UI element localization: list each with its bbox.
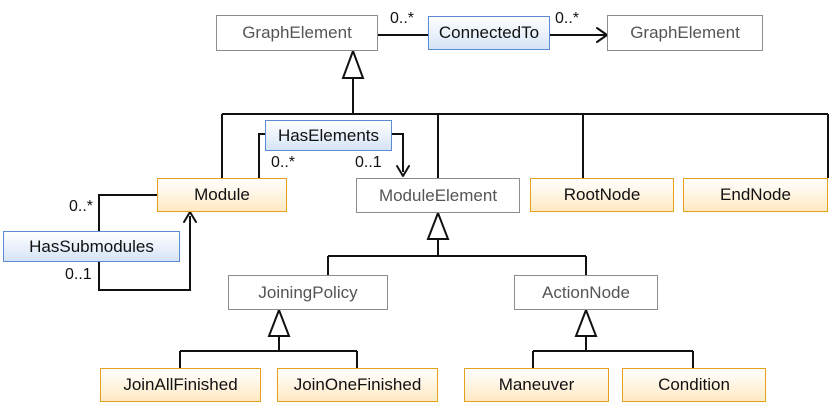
has-submodules-line-top <box>98 194 157 231</box>
graph-element-left-label: GraphElement <box>242 23 352 42</box>
maneuver-label: Maneuver <box>498 375 575 394</box>
has-elements-label: HasElements <box>277 125 380 145</box>
action-node-box: ActionNode <box>514 275 658 310</box>
module-box: Module <box>157 178 287 212</box>
has-elements-target-multiplicity: 0..1 <box>355 154 382 171</box>
module-label: Module <box>194 185 250 204</box>
graph-element-left-box: GraphElement <box>216 15 378 51</box>
has-submodules-label: HasSubmodules <box>29 236 154 256</box>
has-submodules-box: HasSubmodules <box>3 231 180 262</box>
has-elements-source-multiplicity: 0..* <box>271 154 296 171</box>
has-submodules-arrowhead <box>183 211 197 223</box>
has-elements-box: HasElements <box>265 120 392 151</box>
join-all-finished-label: JoinAllFinished <box>123 375 238 394</box>
condition-box: Condition <box>622 368 766 402</box>
graph-element-right-label: GraphElement <box>630 23 740 42</box>
joining-policy-box: JoiningPolicy <box>228 275 388 310</box>
action-node-label: ActionNode <box>542 282 630 302</box>
connected-to-label: ConnectedTo <box>438 23 540 42</box>
has-submodules-top-multiplicity: 0..* <box>69 198 94 215</box>
has-elements-arrowhead <box>396 165 410 177</box>
join-one-finished-label: JoinOneFinished <box>293 375 422 394</box>
graph-element-inheritance-triangle <box>341 48 365 79</box>
condition-label: Condition <box>658 375 730 394</box>
root-node-box: RootNode <box>530 178 674 212</box>
module-element-label: ModuleElement <box>378 185 498 205</box>
has-submodules-bottom-multiplicity: 0..1 <box>65 266 92 283</box>
join-one-finished-box: JoinOneFinished <box>277 368 438 402</box>
maneuver-box: Maneuver <box>464 368 609 402</box>
end-node-label: EndNode <box>720 185 791 204</box>
graph-element-right-box: GraphElement <box>607 15 763 51</box>
connected-to-target-multiplicity: 0..* <box>555 10 580 27</box>
connected-to-box: ConnectedTo <box>428 16 550 50</box>
joining-policy-inheritance-triangle <box>267 307 291 337</box>
module-element-box: ModuleElement <box>356 178 520 213</box>
join-all-finished-box: JoinAllFinished <box>100 368 261 402</box>
connected-to-source-multiplicity: 0..* <box>390 10 415 27</box>
has-submodules-line-bottom <box>98 216 191 291</box>
end-node-box: EndNode <box>683 178 828 212</box>
joining-policy-label: JoiningPolicy <box>258 282 358 302</box>
has-elements-line-target <box>392 133 404 172</box>
action-node-inheritance-triangle <box>574 307 598 337</box>
has-elements-line-source <box>258 133 265 178</box>
root-node-label: RootNode <box>563 185 641 204</box>
module-element-inheritance-triangle <box>426 210 450 240</box>
